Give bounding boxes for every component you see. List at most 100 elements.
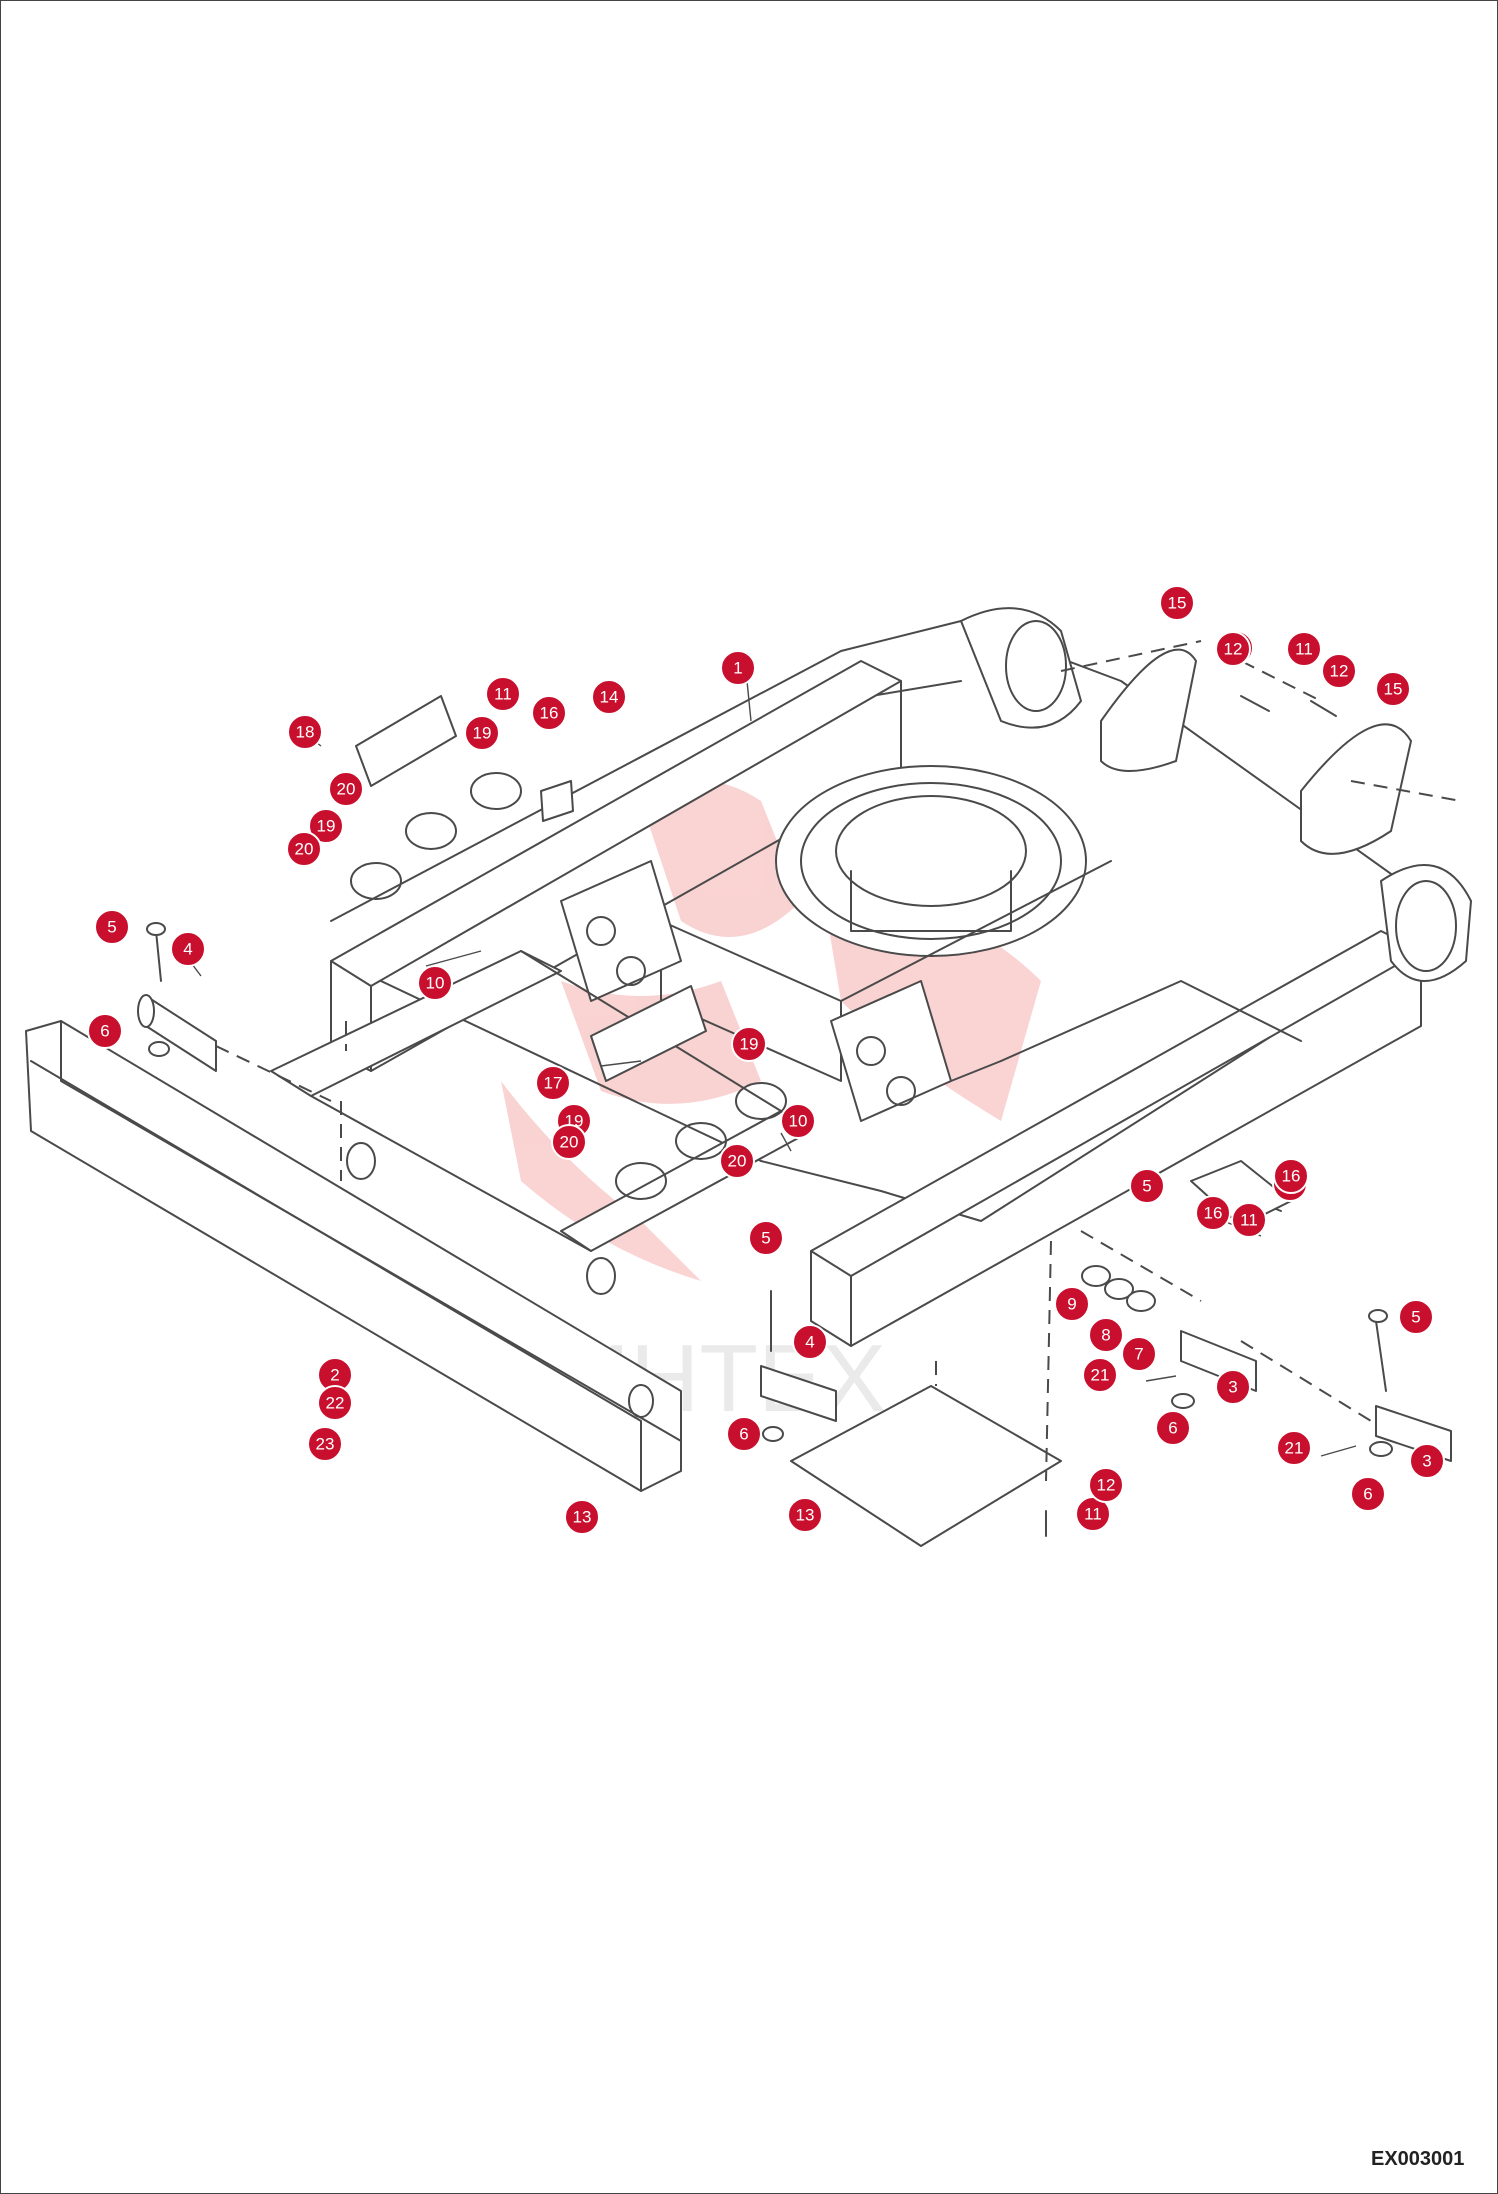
callout-number: 9 xyxy=(1067,1295,1076,1314)
callout-marker xyxy=(1276,1430,1312,1466)
callout-14: 14 xyxy=(591,679,627,715)
callout-marker xyxy=(94,909,130,945)
callout-19: 19 xyxy=(308,808,344,844)
callout-number: 19 xyxy=(317,817,336,836)
callout-17: 17 xyxy=(535,1065,571,1101)
callout-marker xyxy=(417,965,453,1001)
callout-16: 16 xyxy=(1195,1195,1231,1231)
callout-marker xyxy=(531,695,567,731)
callout-number: 20 xyxy=(295,840,314,859)
callout-20: 20 xyxy=(719,1143,755,1179)
small-parts xyxy=(137,648,1452,1547)
dozer-blade xyxy=(25,1020,682,1492)
callout-number: 16 xyxy=(1204,1204,1223,1223)
callout-marker xyxy=(551,1124,587,1160)
callout-number: 6 xyxy=(739,1425,748,1444)
callout-number: 7 xyxy=(1134,1345,1143,1364)
callout-marker xyxy=(1273,1158,1309,1194)
callout-marker xyxy=(780,1103,816,1139)
callout-number: 11 xyxy=(1240,1211,1258,1230)
callout-6: 6 xyxy=(1155,1410,1191,1446)
callout-marker xyxy=(287,714,323,750)
callout-marker xyxy=(726,1416,762,1452)
callout-number: 20 xyxy=(337,780,356,799)
callout-marker xyxy=(720,650,756,686)
callout-20: 20 xyxy=(286,831,322,867)
callout-number: 4 xyxy=(805,1333,814,1352)
callout-number: 20 xyxy=(560,1133,579,1152)
dashed-leaders xyxy=(215,640,1462,1482)
callout-number: 1 xyxy=(733,659,742,678)
callout-marker xyxy=(731,1026,767,1062)
callout-number: 15 xyxy=(1168,594,1187,613)
callout-marker xyxy=(170,931,206,967)
callout-marker xyxy=(286,831,322,867)
callout-5: 5 xyxy=(1129,1168,1165,1204)
callout-marker xyxy=(1375,671,1411,707)
callout-number: 11 xyxy=(1084,1505,1102,1524)
callout-marker xyxy=(1155,1410,1191,1446)
callout-marker xyxy=(317,1385,353,1421)
callout-number: 12 xyxy=(1097,1476,1116,1495)
callout-marker xyxy=(719,1143,755,1179)
callout-5: 5 xyxy=(1398,1299,1434,1335)
callout-5: 5 xyxy=(94,909,130,945)
callout-number: 17 xyxy=(544,1074,563,1093)
callout-marker xyxy=(787,1497,823,1533)
callout-marker xyxy=(748,1220,784,1256)
callout-9: 9 xyxy=(1054,1286,1090,1322)
callout-1: 1 xyxy=(720,650,756,686)
callout-12: 12 xyxy=(1321,653,1357,689)
callout-number: 23 xyxy=(316,1435,335,1454)
callout-15: 15 xyxy=(1159,585,1195,621)
callout-marker xyxy=(1286,631,1322,667)
callout-16: 16 xyxy=(1273,1158,1309,1194)
callout-number: 12 xyxy=(1330,662,1349,681)
callout-18: 18 xyxy=(287,714,323,750)
callout-12: 12 xyxy=(1088,1467,1124,1503)
callout-20: 20 xyxy=(328,771,364,807)
callout-number: 11 xyxy=(494,685,512,704)
callout-5: 5 xyxy=(748,1220,784,1256)
callout-number: 3 xyxy=(1228,1378,1237,1397)
callout-number: 16 xyxy=(540,704,559,723)
callout-11: 11 xyxy=(1075,1496,1111,1532)
callout-number: 16 xyxy=(1282,1167,1301,1186)
callout-marker xyxy=(1159,585,1195,621)
callout-19: 19 xyxy=(731,1026,767,1062)
callout-marker xyxy=(1054,1286,1090,1322)
callout-number: 6 xyxy=(1363,1485,1372,1504)
callout-number: 3 xyxy=(1422,1452,1431,1471)
callout-6: 6 xyxy=(87,1013,123,1049)
callout-marker xyxy=(308,808,344,844)
track-frame xyxy=(270,607,1472,1347)
callout-number: 13 xyxy=(796,1506,815,1525)
callout-3: 3 xyxy=(1409,1443,1445,1479)
callout-number: 4 xyxy=(183,940,192,959)
callout-22: 22 xyxy=(317,1385,353,1421)
callout-marker xyxy=(1121,1336,1157,1372)
callout-10: 10 xyxy=(780,1103,816,1139)
callout-11: 11 xyxy=(485,676,521,712)
callout-number: 21 xyxy=(1285,1439,1304,1458)
drawing-code: EX003001 xyxy=(1371,2148,1464,2170)
callout-number: 10 xyxy=(789,1112,808,1131)
callout-4: 4 xyxy=(170,931,206,967)
callout-13: 13 xyxy=(787,1497,823,1533)
callout-marker xyxy=(1398,1299,1434,1335)
callout-marker xyxy=(328,771,364,807)
callout-layer: 1222233344555566667891010111111111112121… xyxy=(87,585,1445,1535)
callout-20: 20 xyxy=(551,1124,587,1160)
callout-marker xyxy=(1409,1443,1445,1479)
callout-3: 3 xyxy=(1215,1369,1251,1405)
callout-number: 10 xyxy=(426,974,445,993)
callout-marker xyxy=(564,1499,600,1535)
callout-marker xyxy=(464,715,500,751)
callout-marker xyxy=(485,676,521,712)
callout-number: 8 xyxy=(1101,1326,1110,1345)
callout-number: 20 xyxy=(728,1152,747,1171)
callout-marker xyxy=(87,1013,123,1049)
callout-number: 19 xyxy=(473,724,492,743)
